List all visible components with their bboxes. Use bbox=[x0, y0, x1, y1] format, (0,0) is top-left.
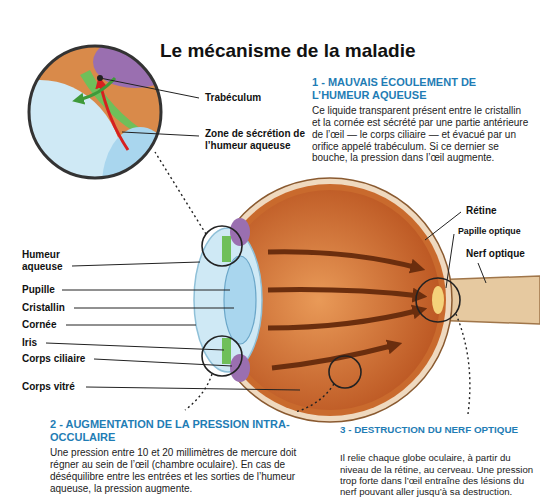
part-label: Corps ciliaire bbox=[22, 353, 102, 365]
callout-circles bbox=[202, 226, 460, 388]
part-label: Cornée bbox=[22, 319, 82, 331]
part-label: Humeur aqueuse bbox=[22, 249, 82, 273]
vitreous-body bbox=[220, 190, 440, 410]
part-label: Trabéculum bbox=[205, 92, 315, 104]
section-text: Ce liquide transparent présent entre le … bbox=[312, 105, 530, 164]
cornea bbox=[194, 228, 262, 372]
optic-disc bbox=[432, 286, 444, 314]
iris bbox=[222, 236, 231, 262]
iris bbox=[222, 338, 231, 364]
part-label: Corps vitré bbox=[22, 381, 92, 393]
ciliary-body bbox=[230, 354, 250, 382]
section-heading: 1 - MAUVAIS ÉCOULEMENT DE L’HUMEUR AQUEU… bbox=[312, 76, 530, 101]
section-text: Une pression entre 10 et 20 millimètres … bbox=[50, 447, 320, 494]
part-label: Cristallin bbox=[22, 302, 82, 314]
part-label: Zone de sécrétion de l’humeur aqueuse bbox=[205, 128, 320, 152]
lens bbox=[224, 256, 256, 344]
section-text: Il relie chaque globe oculaire, à partir… bbox=[340, 452, 536, 497]
part-label: Pupille bbox=[22, 284, 82, 296]
part-label: Papille optique bbox=[458, 226, 538, 237]
diagram-title: Le mécanisme de la maladie bbox=[160, 40, 416, 63]
part-label: Iris bbox=[22, 337, 52, 349]
zoom-inset bbox=[0, 36, 178, 270]
section-heading: 2 - AUGMENTATION DE LA PRESSION INTRA-OC… bbox=[50, 418, 300, 443]
part-label: Nerf optique bbox=[466, 248, 536, 260]
ciliary-body bbox=[230, 218, 250, 246]
section-heading: 3 - DESTRUCTION DU NERF OPTIQUE bbox=[340, 424, 538, 435]
zoom-frame bbox=[29, 46, 161, 178]
part-label: Rétine bbox=[466, 205, 536, 217]
pressure-arrows bbox=[268, 252, 420, 368]
choroid bbox=[214, 184, 446, 416]
dotted-links bbox=[155, 152, 470, 414]
